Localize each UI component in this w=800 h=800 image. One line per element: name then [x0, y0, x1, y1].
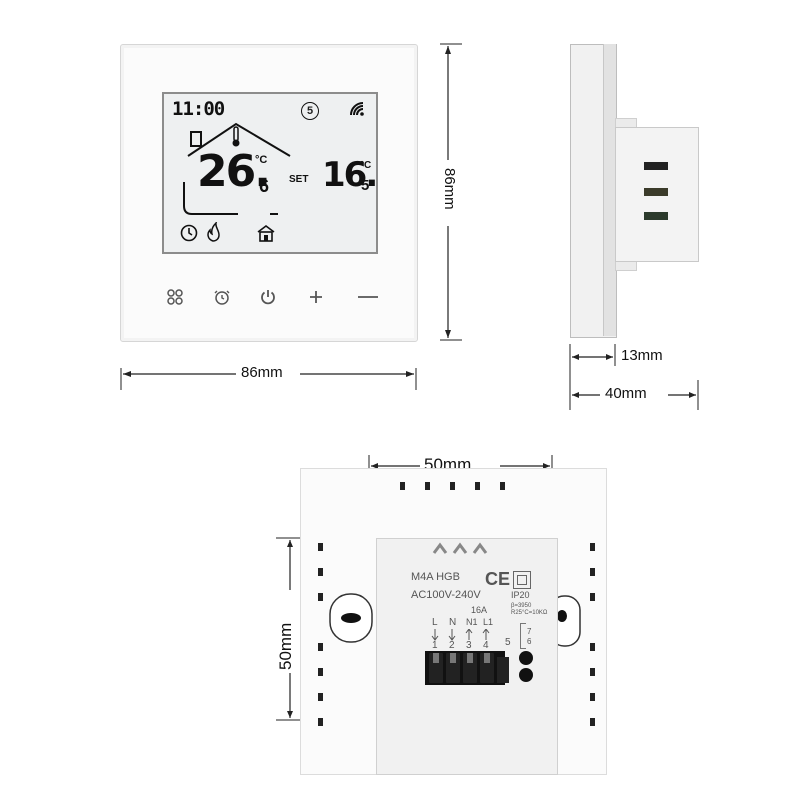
housing-arrow-marks: [432, 542, 488, 554]
timer-button[interactable]: [213, 288, 231, 306]
terminal-number: 3: [466, 640, 472, 651]
room-temperature-unit: °C: [255, 154, 268, 166]
terminal-number: 4: [483, 640, 489, 651]
clock-icon: [180, 224, 198, 242]
model-label: M4A HGB: [411, 571, 460, 583]
terminal-number: 5: [505, 637, 511, 648]
terminal-label: L1: [483, 617, 494, 627]
terminal-screw-5: [497, 657, 509, 683]
depth-dimension: 40mm: [602, 385, 650, 402]
terminal-screw-2: [446, 653, 460, 683]
terminal-slot: [644, 188, 668, 196]
front-width-dimension: 86mm: [238, 364, 286, 381]
thermostat-front-panel: 11:00 5 26. 6 °C SET 16. 5 °C: [120, 44, 418, 342]
sensor-note-1: β=3950: [511, 603, 532, 609]
home-mode-icon: [257, 225, 275, 242]
minus-button[interactable]: [357, 288, 379, 306]
terminal-direction-arrows: [431, 629, 490, 641]
house-outline-icon: [183, 122, 291, 215]
sensor-terminal-bottom: [519, 668, 533, 682]
sensor-bracket: [520, 623, 526, 649]
lcd-display: 11:00 5 26. 6 °C SET 16. 5 °C: [162, 92, 378, 254]
terminal-label: N: [449, 617, 457, 628]
terminal-screw-4: [480, 653, 494, 683]
program-badge: 5: [301, 102, 319, 120]
terminal-slot: [644, 162, 668, 170]
terminal-screw-3: [463, 653, 477, 683]
plus-button[interactable]: [307, 288, 325, 306]
set-temperature-unit: °C: [360, 160, 372, 171]
current-label: 16A: [471, 605, 488, 615]
front-height-dimension: 86mm: [441, 165, 458, 213]
back-height-dimension: 50mm: [276, 619, 296, 673]
thermometer-icon: [232, 126, 240, 147]
plate-thickness-dimension: 13mm: [618, 347, 666, 364]
menu-button[interactable]: [166, 288, 184, 306]
terminal-number: 2: [449, 640, 455, 651]
sensor-pin-number: 6: [527, 637, 532, 646]
sensor-note-2: R25°C=10KΩ: [511, 610, 548, 616]
set-temperature-decimal: 5: [361, 177, 370, 194]
side-faceplate-edge: [603, 44, 616, 336]
sensor-terminal-top: [519, 651, 533, 665]
sensor-pin-number: 7: [527, 627, 532, 636]
side-rear-body: [615, 127, 699, 262]
room-temperature-decimal: 6: [259, 176, 270, 196]
terminal-label: N1: [466, 617, 478, 627]
ip-rating-label: IP20: [511, 590, 530, 600]
terminal-slot: [644, 212, 668, 220]
terminal-number: 1: [432, 640, 438, 651]
voltage-label: AC100V-240V: [411, 589, 481, 601]
wifi-icon: [350, 102, 364, 116]
set-temperature: 16.: [322, 155, 378, 195]
ce-mark: CE: [485, 569, 511, 589]
lcd-clock: 11:00: [172, 98, 225, 120]
power-button[interactable]: [259, 288, 277, 306]
heating-flame-icon: [207, 222, 220, 242]
terminal-label: L: [432, 617, 438, 628]
back-vent-slots: [318, 482, 595, 756]
room-temperature: 26.: [197, 146, 271, 197]
set-label: SET: [289, 174, 309, 185]
terminal-screw-1: [429, 653, 443, 683]
double-insulation-symbol: [513, 571, 531, 589]
